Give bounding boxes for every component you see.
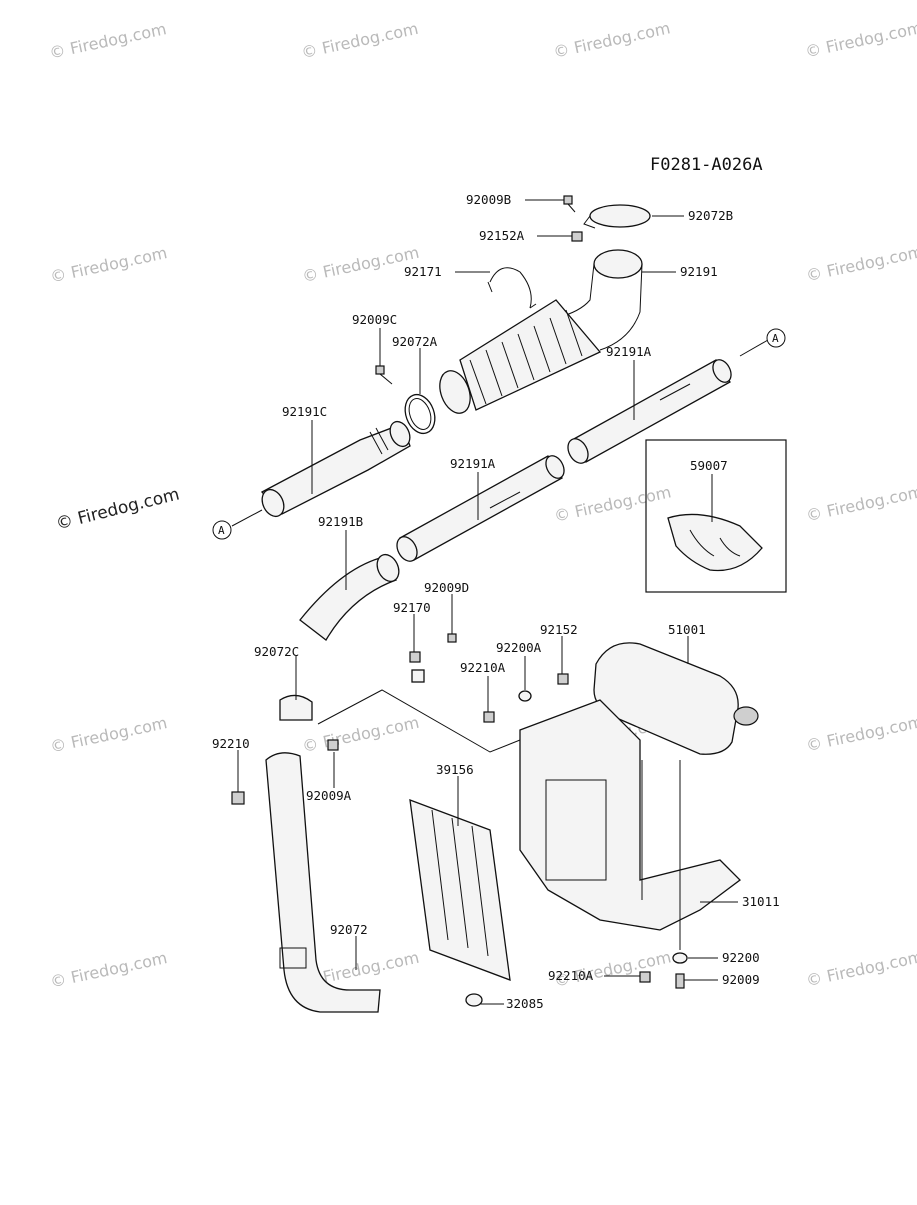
part-label: 92072B: [688, 208, 733, 223]
part-label: 92152A: [479, 228, 525, 243]
connector-label: A: [218, 524, 225, 537]
watermark: © Firedog.com: [300, 243, 420, 286]
part-label: 92152: [540, 622, 578, 637]
part-label: 92170: [393, 600, 431, 615]
part-92210A-nut-top: [483, 711, 495, 723]
part-92210A-nut-bottom: [639, 971, 651, 983]
watermark-dark: © Firedog.com: [54, 484, 182, 534]
watermark: © Firedog.com: [804, 947, 917, 990]
watermark: © Firedog.com: [552, 482, 672, 525]
part-92009B-bolt: [563, 195, 576, 213]
part-label: 92191C: [282, 404, 327, 419]
part-32085-grommet: [465, 993, 483, 1007]
watermark: © Firedog.com: [49, 243, 169, 286]
part-label: 92072: [330, 922, 368, 937]
part-label: 92200A: [496, 640, 542, 655]
part-92200A-washer: [518, 690, 532, 702]
watermark: © Firedog.com: [804, 242, 917, 285]
part-label: 32085: [506, 996, 544, 1011]
part-frame: [519, 699, 741, 931]
part-92191C-pipe: [260, 420, 411, 518]
part-label: 92009: [722, 972, 760, 987]
leader-lines: [231, 199, 769, 1005]
watermark: © Firedog.com: [804, 712, 917, 755]
watermark: © Firedog.com: [552, 18, 672, 61]
part-label: 92191B: [318, 514, 363, 529]
part-label: 92210: [212, 736, 250, 751]
watermark: © Firedog.com: [49, 713, 169, 756]
part-92210-nut: [231, 791, 245, 805]
part-92072B-clamp: [583, 204, 651, 229]
part-92009D-bolt: [447, 633, 457, 643]
part-92009-bolt: [675, 973, 685, 989]
part-label: 92171: [404, 264, 442, 279]
connector-mark-left: A: [212, 520, 232, 540]
part-92191A-pipe-lower: [396, 455, 565, 562]
part-label: 92009D: [424, 580, 469, 595]
watermark: © Firedog.com: [804, 482, 917, 525]
part-label: 51001: [668, 622, 706, 637]
part-label: 59007: [690, 458, 728, 473]
part-label: 92191: [680, 264, 718, 279]
part-corrugated-hose: [439, 299, 602, 414]
part-label: 92200: [722, 950, 760, 965]
watermark: © Firedog.com: [300, 713, 420, 756]
part-92009A-bolt: [327, 739, 339, 751]
part-label: 92009A: [306, 788, 352, 803]
part-92009C-bolt: [375, 365, 393, 385]
watermark: © Firedog.com: [48, 19, 168, 62]
watermark: © Firedog.com: [804, 18, 917, 61]
part-39156-pad: [409, 799, 511, 981]
part-92191-elbow-pipe: [555, 249, 643, 351]
diagram-code: F0281-A026A: [650, 155, 763, 175]
part-92072C-strap-bracket: [279, 694, 313, 721]
part-label: 92009C: [352, 312, 397, 327]
part-92191B-nozzle: [299, 553, 400, 641]
part-59007-safety-glasses-box: [645, 439, 787, 593]
part-label: 92009B: [466, 192, 511, 207]
part-label: 92210A: [460, 660, 506, 675]
part-number-labels: 92009B 92072B 92152A 92171 92191 92009C …: [212, 192, 780, 1011]
part-label: 92210A: [548, 968, 594, 983]
part-label: 39156: [436, 762, 474, 777]
watermark: © Firedog.com: [300, 19, 420, 62]
part-label: 92072A: [392, 334, 438, 349]
part-label: 92191A: [606, 344, 652, 359]
part-label: 92072C: [254, 644, 299, 659]
connector-label: A: [772, 332, 779, 345]
part-92072A-clamp: [404, 393, 436, 435]
part-92191A-pipe-upper: [567, 359, 732, 464]
connector-mark-top-right: A: [766, 328, 786, 348]
part-label: 92191A: [450, 456, 496, 471]
part-92152-nut: [557, 673, 569, 685]
part-92200-washer: [672, 952, 688, 964]
part-92171-wire-clip: [487, 267, 537, 309]
part-92170-clip: [409, 651, 425, 683]
part-92072-shoulder-strap: [265, 752, 381, 1013]
part-92152A-nut: [571, 231, 583, 242]
part-label: 31011: [742, 894, 780, 909]
watermark: © Firedog.com: [49, 948, 169, 991]
